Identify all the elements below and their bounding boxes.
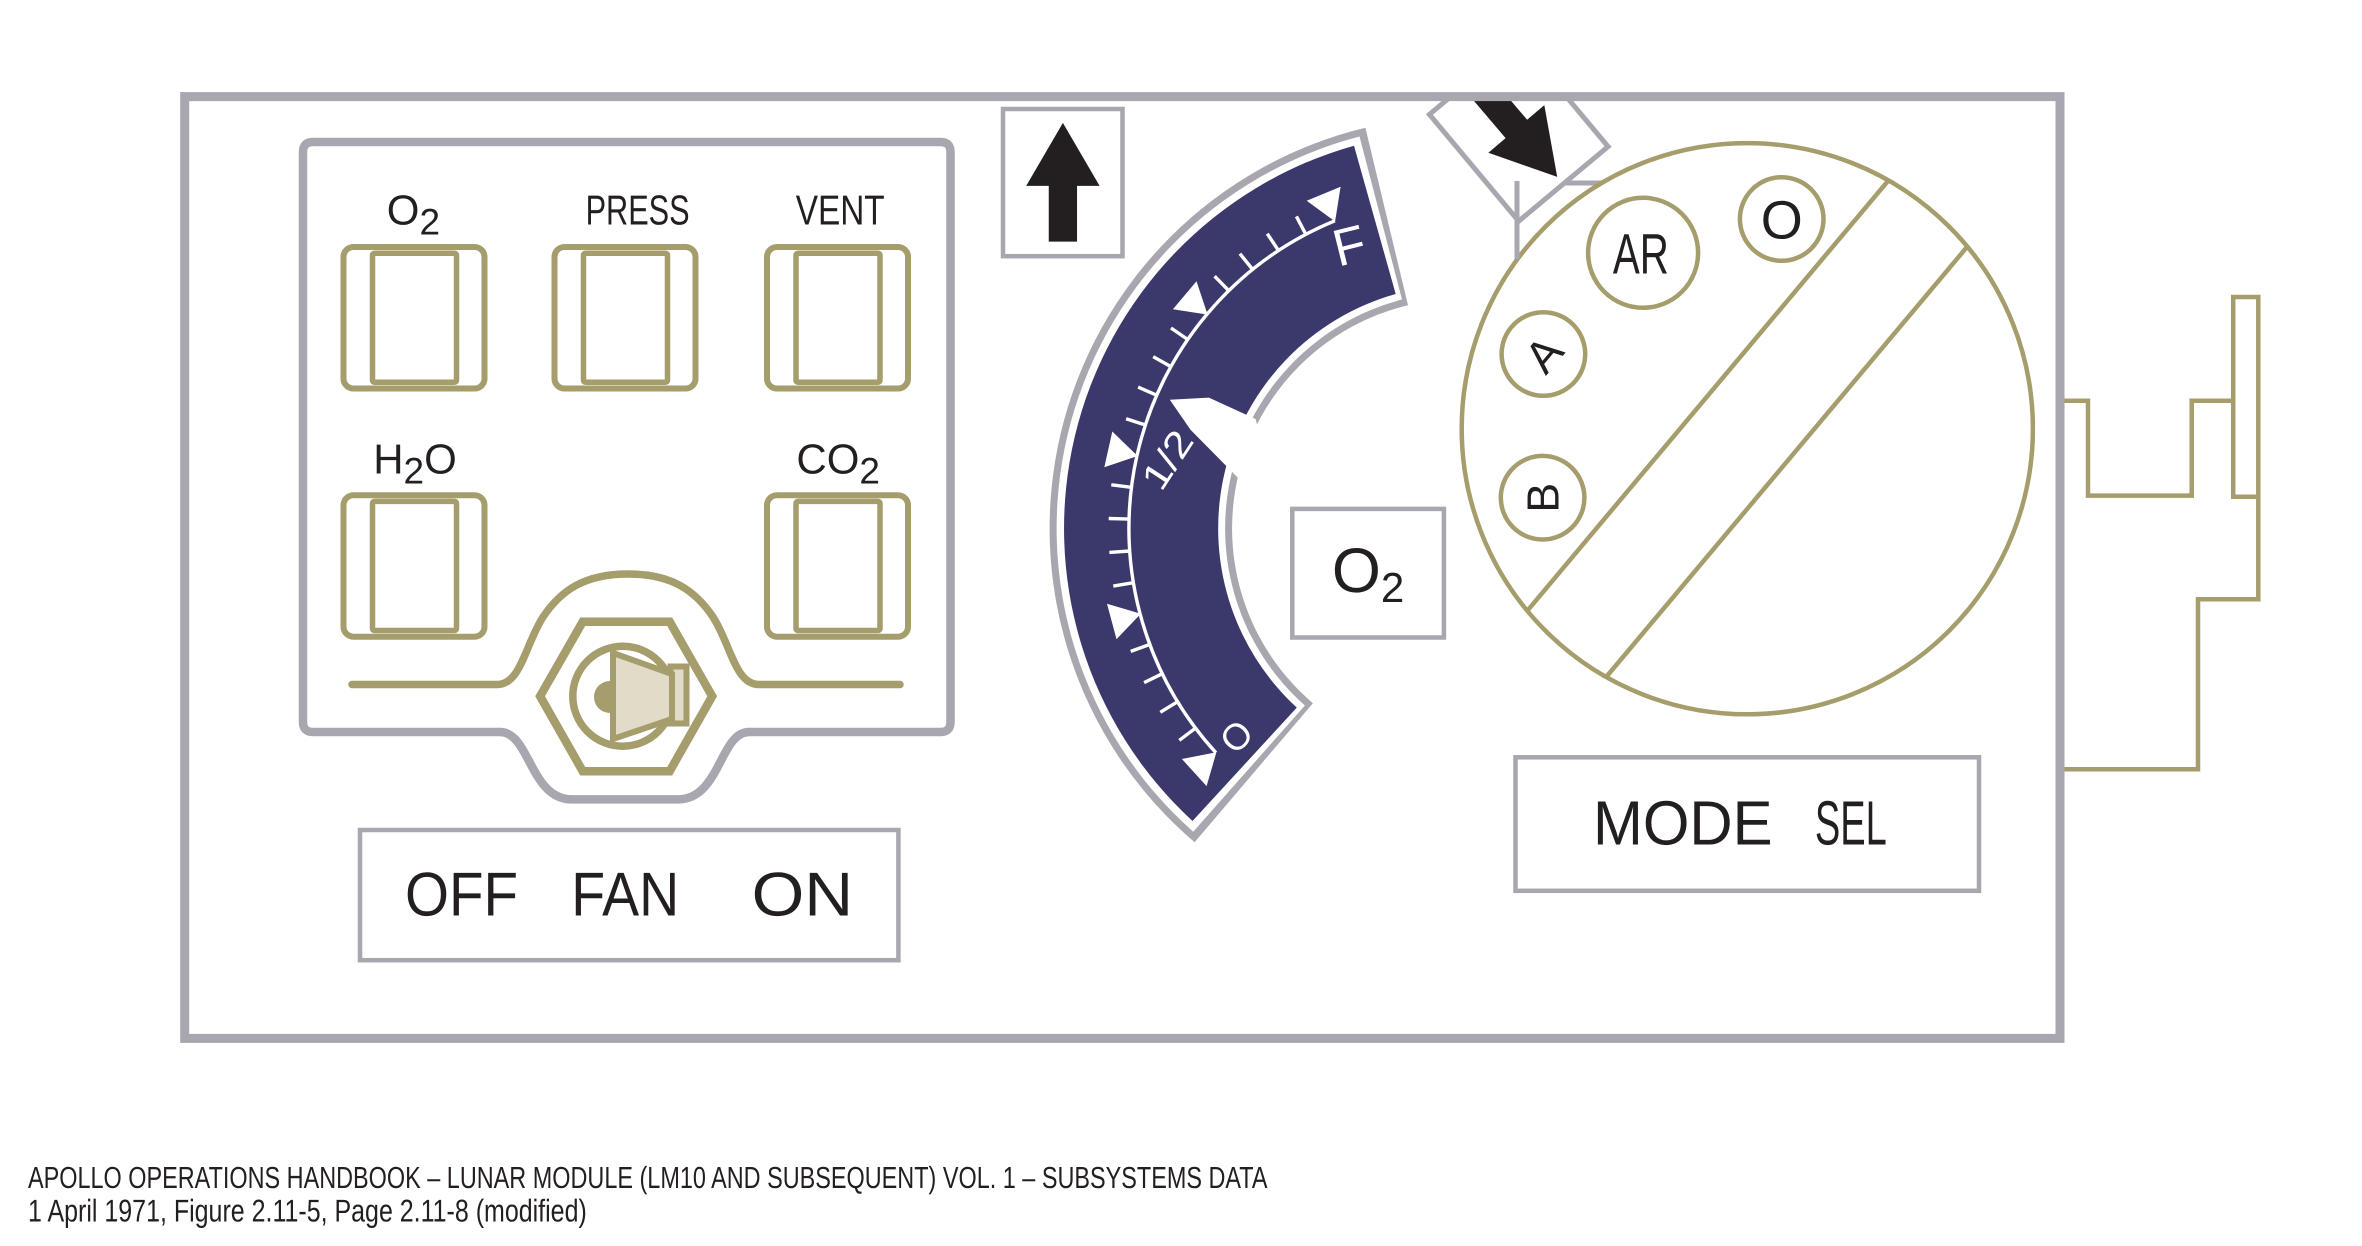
svg-text:PRESS: PRESS bbox=[586, 186, 690, 233]
svg-text:VENT: VENT bbox=[796, 186, 885, 233]
svg-text:B: B bbox=[1518, 483, 1569, 513]
svg-text:APOLLO OPERATIONS HANDBOOK – L: APOLLO OPERATIONS HANDBOOK – LUNAR MODUL… bbox=[28, 1161, 1268, 1195]
svg-text:FAN: FAN bbox=[571, 860, 679, 929]
svg-text:MODE: MODE bbox=[1593, 788, 1773, 858]
svg-text:SEL: SEL bbox=[1815, 788, 1887, 858]
svg-text:ON: ON bbox=[752, 860, 854, 929]
svg-text:O: O bbox=[1761, 190, 1803, 250]
svg-text:AR: AR bbox=[1613, 222, 1669, 286]
svg-text:1 April 1971, Figure 2.11-5, P: 1 April 1971, Figure 2.11-5, Page 2.11-8… bbox=[28, 1192, 587, 1228]
svg-text:O2: O2 bbox=[387, 186, 440, 242]
svg-text:OFF: OFF bbox=[405, 860, 518, 929]
